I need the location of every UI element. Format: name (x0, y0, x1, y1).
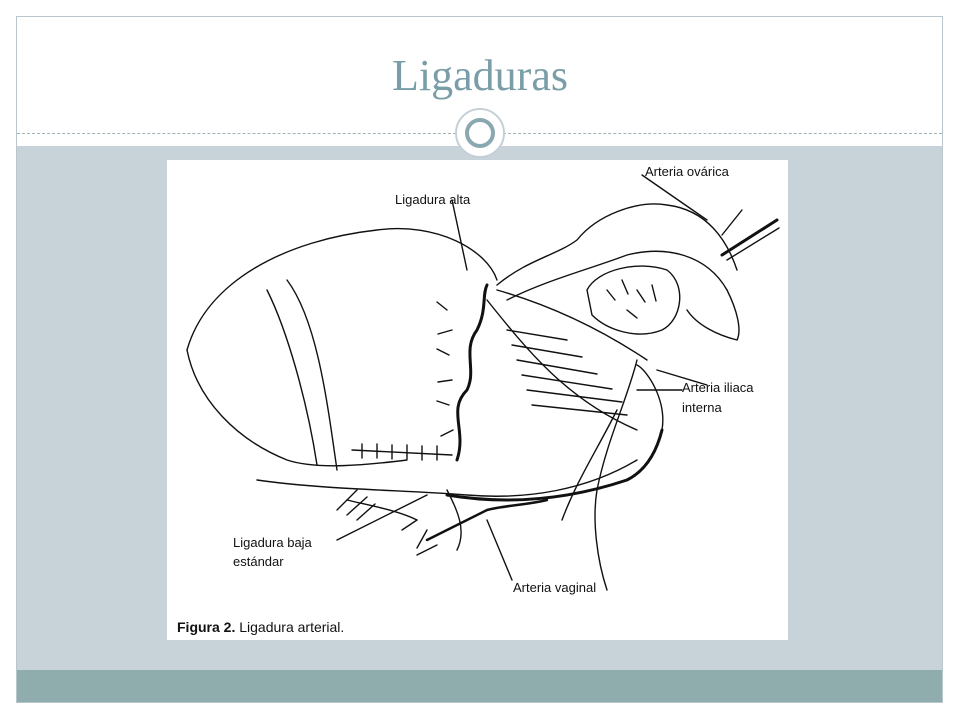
bottom-band (17, 670, 942, 702)
figure-caption-text: Ligadura arterial. (239, 619, 345, 635)
divider-ring-inner (465, 118, 495, 148)
label-arteria-iliaca-interna-line1: Arteria iliaca (682, 380, 754, 395)
divider-ring-ornament (455, 108, 505, 158)
anatomy-figure: Arteria ovárica Ligadura alta Arteria il… (167, 160, 788, 640)
label-arteria-ovarica: Arteria ovárica (645, 164, 729, 179)
anatomy-illustration (186, 174, 780, 591)
label-ligadura-baja-line1: Ligadura baja (233, 535, 312, 550)
label-arteria-vaginal: Arteria vaginal (513, 580, 597, 595)
figure-caption: Figura 2. Ligadura arterial. (177, 619, 344, 635)
label-ligadura-alta: Ligadura alta (395, 192, 471, 207)
figure-caption-prefix: Figura 2. (177, 619, 236, 635)
label-arteria-iliaca-interna-line2: interna (682, 400, 722, 415)
label-ligadura-baja-line2: estándar (233, 554, 284, 569)
slide-title: Ligaduras (392, 51, 568, 100)
